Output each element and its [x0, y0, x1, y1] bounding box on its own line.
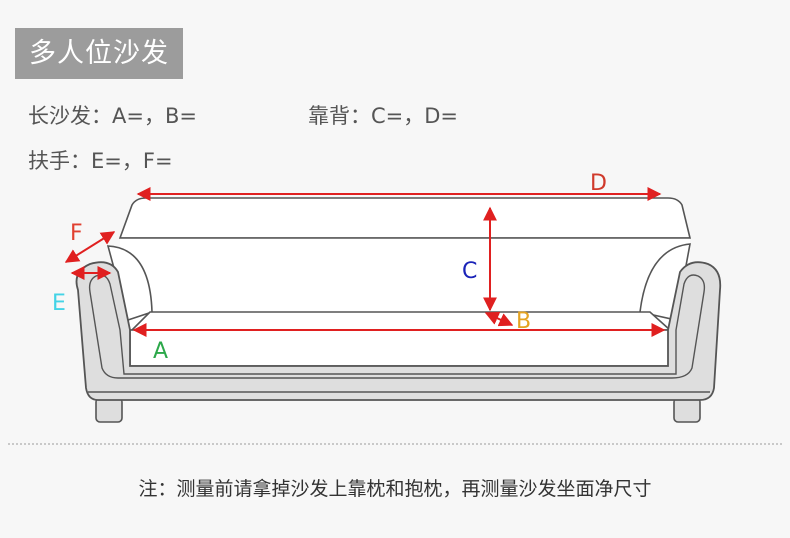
backrest-body	[120, 238, 690, 330]
backrest-top	[118, 197, 692, 239]
right-leg	[673, 397, 701, 423]
label-f: F	[70, 221, 83, 246]
label-c: C	[462, 259, 477, 284]
label-e: E	[52, 291, 66, 316]
sofa-legs	[95, 397, 701, 423]
seat-top	[130, 311, 673, 331]
label-a: A	[153, 339, 168, 364]
spec-backrest: 靠背：C=，D=	[308, 104, 459, 128]
spec-armrest: 扶手：E=，F=	[28, 149, 173, 173]
seat-front	[129, 329, 671, 367]
section-divider	[8, 443, 782, 445]
title-text: 多人位沙发	[29, 38, 169, 69]
spec-long-sofa: 长沙发：A=，B=	[28, 104, 197, 128]
measurement-note: 注：测量前请拿掉沙发上靠枕和抱枕，再测量沙发坐面净尺寸	[138, 478, 652, 500]
sofa-frame	[75, 261, 722, 401]
title-badge: 多人位沙发	[15, 28, 183, 79]
label-d: D	[590, 171, 607, 196]
arrow-f	[64, 231, 116, 263]
label-b: B	[516, 309, 531, 334]
left-leg	[95, 397, 123, 423]
